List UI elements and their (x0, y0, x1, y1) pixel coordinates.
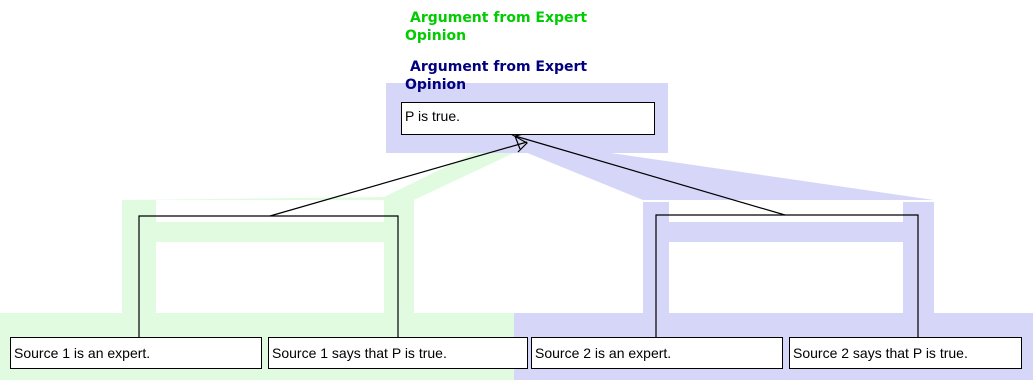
conclusion-node[interactable]: P is true. (401, 102, 655, 135)
scheme-label-blue: Argument from Expert Opinion (405, 59, 588, 93)
green-band-inner-bar (122, 222, 414, 242)
premise-node-source2-expert[interactable]: Source 2 is an expert. (531, 337, 783, 369)
connector-lines (138, 130, 919, 337)
premise-node-source2-says[interactable]: Source 2 says that P is true. (789, 337, 1022, 369)
blue-support-arrow-line (514, 135, 786, 216)
premise-node-source1-says[interactable]: Source 1 says that P is true. (268, 337, 528, 369)
blue-band-diagonal (520, 150, 934, 200)
green-bracket (138, 215, 399, 337)
blue-band-inner-bar (643, 222, 934, 242)
green-band-diagonal (122, 150, 520, 200)
scheme-label-green: Argument from Expert Opinion (405, 10, 588, 44)
blue-bracket (655, 214, 919, 337)
green-support-arrow-line (269, 141, 528, 217)
green-band-right-leg (384, 200, 414, 313)
premise-node-source1-expert[interactable]: Source 1 is an expert. (10, 337, 262, 369)
